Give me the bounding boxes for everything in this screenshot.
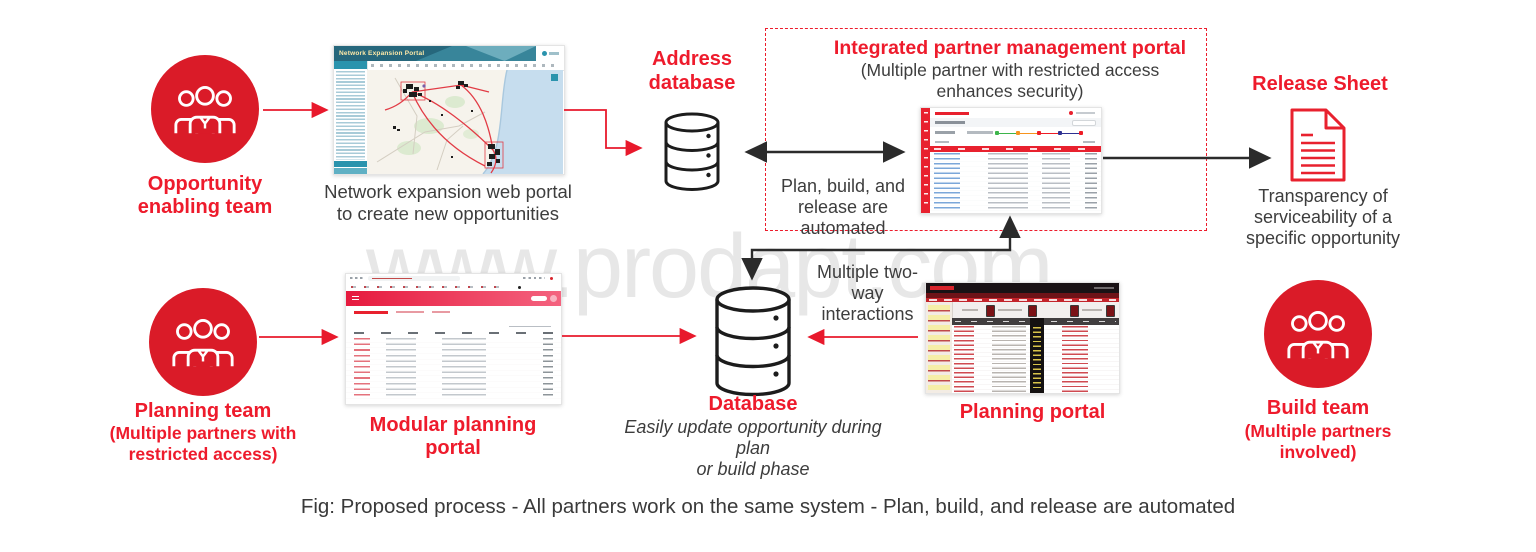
arrow-portal-to-address-db [564,109,643,157]
people-icon [174,86,236,134]
network-portal-header: Network Expansion Portal [334,46,564,61]
release-sheet-caption: Transparency of serviceability of a spec… [1245,186,1401,249]
people-icon [172,319,234,367]
planning-portal-sidebar [926,302,953,393]
people-icon [1287,311,1349,359]
database-label: Database [708,393,798,415]
network-portal-caption: Network expansion web portal to create n… [324,181,572,225]
network-portal-screenshot: Network Expansion Portal [333,45,565,175]
network-portal-logo [536,46,564,61]
ipmp-section-bar [930,118,1101,127]
modular-portal-caption: Modular planning portal [369,414,537,459]
release-sheet-icon [1290,108,1346,187]
planning-portal-screenshot [925,282,1120,394]
ipmp-table-rows [930,152,1101,213]
planning-portal-caption: Planning portal [959,401,1106,423]
build-team-icon [1264,280,1372,388]
modular-portal-search [509,320,551,327]
build-team-label: Build team [1266,397,1370,419]
ipmp-screenshot [920,107,1102,214]
address-database-label: Address database [648,48,736,94]
ipmp-table-header [930,146,1101,152]
ipmp-title: Integrated partner management portal [833,37,1187,59]
address-database-icon [662,111,722,198]
modular-portal-table-rows [346,337,561,400]
planning-portal-toolbar [952,302,1119,318]
planning-portal-highlight-column [1030,318,1044,393]
planning-team-sublabel: (Multiple partners with restricted acces… [109,423,297,464]
opportunity-team-label: Opportunity enabling team [137,173,273,218]
figure-caption: Fig: Proposed process - All partners wor… [300,495,1236,518]
release-sheet-label: Release Sheet [1252,73,1388,95]
planning-portal-topbar [926,283,1119,293]
modular-portal-screenshot [345,273,562,405]
planning-team-label: Planning team [134,400,272,422]
network-portal-map [367,69,564,174]
modular-portal-header [346,291,561,306]
database-caption: Easily update opportunity during plan or… [624,417,882,480]
planning-portal-ribbon [926,298,1119,302]
ipmp-filter-row [930,138,1101,146]
planning-portal-subbar [926,293,1119,298]
modular-portal-table-header [346,330,561,337]
modular-portal-tabs [346,306,561,318]
arrow-database-ipmp-twoway [741,215,1021,281]
ipmp-subtitle: (Multiple partner with restricted access… [860,60,1160,101]
database-icon [712,285,794,405]
planning-team-icon [149,288,257,396]
network-portal-title: Network Expansion Portal [339,50,425,57]
ipmp-stage-tracker [930,127,1101,138]
build-team-sublabel: (Multiple partners involved) [1244,421,1392,462]
ipmp-sidebar [921,108,930,213]
opportunity-team-icon [151,55,259,163]
